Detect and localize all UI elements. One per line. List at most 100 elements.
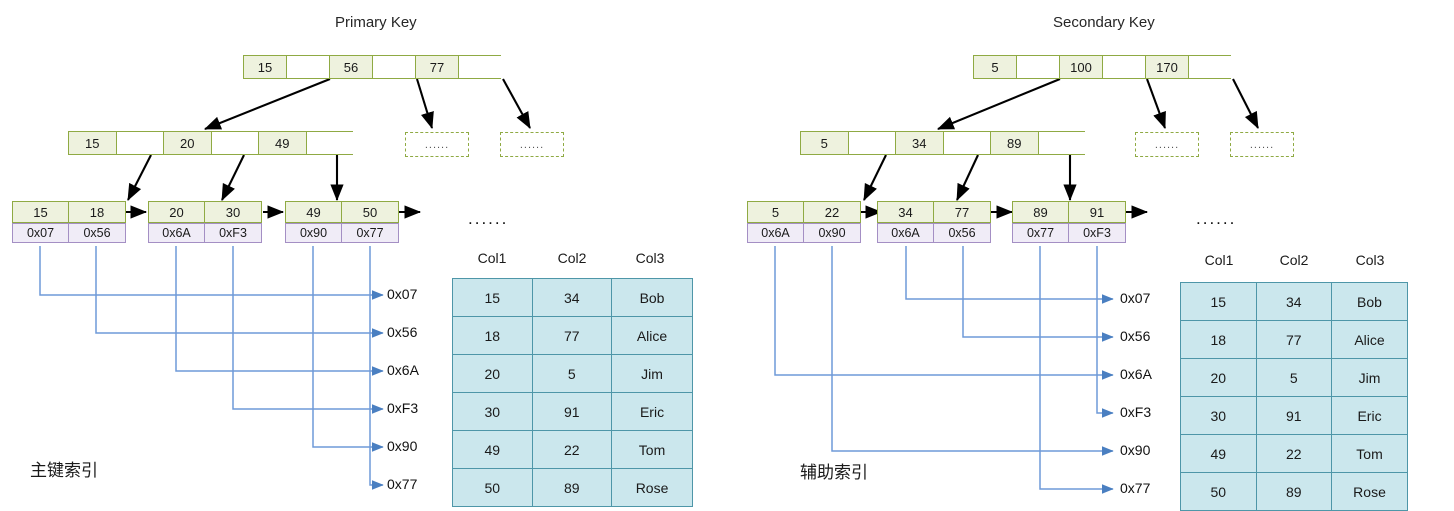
cell: 5 <box>1255 358 1333 397</box>
left-placeholder-node-2: ...... <box>500 132 564 157</box>
internal-cell-ptr-1 <box>943 132 991 154</box>
left-placeholder-node-1: ...... <box>405 132 469 157</box>
internal-cell-ptr-2 <box>1038 132 1086 154</box>
cell: 22 <box>1255 434 1333 473</box>
left-address-2: 0x6A <box>387 362 419 378</box>
left-col-header-0: Col1 <box>477 250 507 266</box>
right-leaf-node-2[interactable]: 34 77 0x6A 0x56 <box>877 201 991 243</box>
cell: 22 <box>531 430 613 469</box>
cell: 34 <box>531 278 613 317</box>
left-address-4: 0x90 <box>387 438 418 454</box>
table-row: 15 34 Bob <box>452 278 693 317</box>
leaf1-ptr-0: 0x07 <box>13 224 70 242</box>
left-col-header-2: Col3 <box>635 250 665 266</box>
right-address-1: 0x56 <box>1120 328 1151 344</box>
root-cell-key-2: 77 <box>416 56 459 78</box>
root-cell-ptr-1 <box>373 56 416 78</box>
leaf3-key-0: 49 <box>286 202 343 222</box>
cell: Jim <box>611 354 693 393</box>
root-cell-key-0: 5 <box>974 56 1017 78</box>
internal-cell-ptr-1 <box>211 132 259 154</box>
right-leaf-ellipsis: ...... <box>1196 209 1237 228</box>
leaf1-key-0: 15 <box>13 202 70 222</box>
right-title: Secondary Key <box>1053 14 1155 31</box>
leaf1-key-row: 5 22 <box>747 201 861 223</box>
leaf2-key-0: 34 <box>878 202 935 222</box>
cell: 89 <box>1255 472 1333 511</box>
leaf3-key-0: 89 <box>1013 202 1070 222</box>
leaf1-ptr-1: 0x56 <box>83 226 111 240</box>
left-data-table: 15 34 Bob 18 77 Alice 20 5 Jim 30 91 Eri… <box>452 278 693 507</box>
cell: 18 <box>1180 320 1257 359</box>
cell: 49 <box>452 430 533 469</box>
right-caption: 辅助索引 <box>800 463 868 482</box>
leaf3-ptr-0: 0x77 <box>1013 224 1070 242</box>
cell: 50 <box>452 468 533 507</box>
leaf1-ptr-0: 0x6A <box>748 224 805 242</box>
cell: 15 <box>452 278 533 317</box>
table-row: 20 5 Jim <box>1180 358 1408 397</box>
leaf1-ptr-row: 0x6A 0x90 <box>747 223 861 243</box>
left-address-1: 0x56 <box>387 324 418 340</box>
leaf3-key-row: 49 50 <box>285 201 399 223</box>
right-address-5: 0x77 <box>1120 480 1151 496</box>
right-root-node[interactable]: 5 100 170 <box>973 55 1232 79</box>
root-cell-ptr-2 <box>459 56 502 78</box>
cell: 15 <box>1180 282 1257 321</box>
leaf3-ptr-1: 0xF3 <box>1083 226 1111 240</box>
cell: Rose <box>611 468 693 507</box>
root-cell-ptr-2 <box>1189 56 1232 78</box>
leaf1-ptr-row: 0x07 0x56 <box>12 223 126 243</box>
leaf2-ptr-row: 0x6A 0xF3 <box>148 223 262 243</box>
root-cell-ptr-1 <box>1103 56 1146 78</box>
left-caption: 主键索引 <box>30 461 98 480</box>
left-leaf-node-3[interactable]: 49 50 0x90 0x77 <box>285 201 399 243</box>
cell: Alice <box>1331 320 1408 359</box>
right-address-0: 0x07 <box>1120 290 1151 306</box>
table-row: 30 91 Eric <box>1180 396 1408 435</box>
root-cell-key-1: 56 <box>330 56 373 78</box>
cell: 49 <box>1180 434 1257 473</box>
right-leaf-node-1[interactable]: 5 22 0x6A 0x90 <box>747 201 861 243</box>
internal-cell-ptr-0 <box>848 132 896 154</box>
leaf2-ptr-0: 0x6A <box>878 224 935 242</box>
table-row: 18 77 Alice <box>452 316 693 355</box>
right-col-header-0: Col1 <box>1204 252 1234 268</box>
internal-cell-key-1: 34 <box>896 132 944 154</box>
cell: Bob <box>1331 282 1408 321</box>
internal-cell-ptr-2 <box>306 132 354 154</box>
leaf3-ptr-0: 0x90 <box>286 224 343 242</box>
leaf2-ptr-0: 0x6A <box>149 224 206 242</box>
right-internal-node[interactable]: 5 34 89 <box>800 131 1086 155</box>
left-root-node[interactable]: 15 56 77 <box>243 55 502 79</box>
right-placeholder-node-1: ...... <box>1135 132 1199 157</box>
internal-cell-ptr-0 <box>116 132 164 154</box>
root-cell-ptr-0 <box>1017 56 1060 78</box>
right-leaf-node-3[interactable]: 89 91 0x77 0xF3 <box>1012 201 1126 243</box>
table-row: 50 89 Rose <box>452 468 693 507</box>
table-row: 20 5 Jim <box>452 354 693 393</box>
right-col-header-1: Col2 <box>1279 252 1309 268</box>
leaf2-key-row: 20 30 <box>148 201 262 223</box>
left-internal-node[interactable]: 15 20 49 <box>68 131 354 155</box>
leaf2-ptr-1: 0x56 <box>948 226 976 240</box>
leaf1-ptr-1: 0x90 <box>818 226 846 240</box>
left-leaf-node-1[interactable]: 15 18 0x07 0x56 <box>12 201 126 243</box>
cell: Alice <box>611 316 693 355</box>
internal-cell-key-2: 89 <box>991 132 1039 154</box>
left-leaf-node-2[interactable]: 20 30 0x6A 0xF3 <box>148 201 262 243</box>
right-col-header-2: Col3 <box>1355 252 1385 268</box>
leaf1-key-1: 18 <box>89 204 105 220</box>
right-data-table: 15 34 Bob 18 77 Alice 20 5 Jim 30 91 Eri… <box>1180 282 1408 511</box>
leaf1-key-row: 15 18 <box>12 201 126 223</box>
cell: 50 <box>1180 472 1257 511</box>
leaf2-key-0: 20 <box>149 202 206 222</box>
cell: 91 <box>531 392 613 431</box>
cell: 34 <box>1255 282 1333 321</box>
root-cell-key-1: 100 <box>1060 56 1103 78</box>
cell: Jim <box>1331 358 1408 397</box>
internal-cell-key-1: 20 <box>164 132 212 154</box>
table-row: 18 77 Alice <box>1180 320 1408 359</box>
internal-cell-key-2: 49 <box>259 132 307 154</box>
cell: Rose <box>1331 472 1408 511</box>
